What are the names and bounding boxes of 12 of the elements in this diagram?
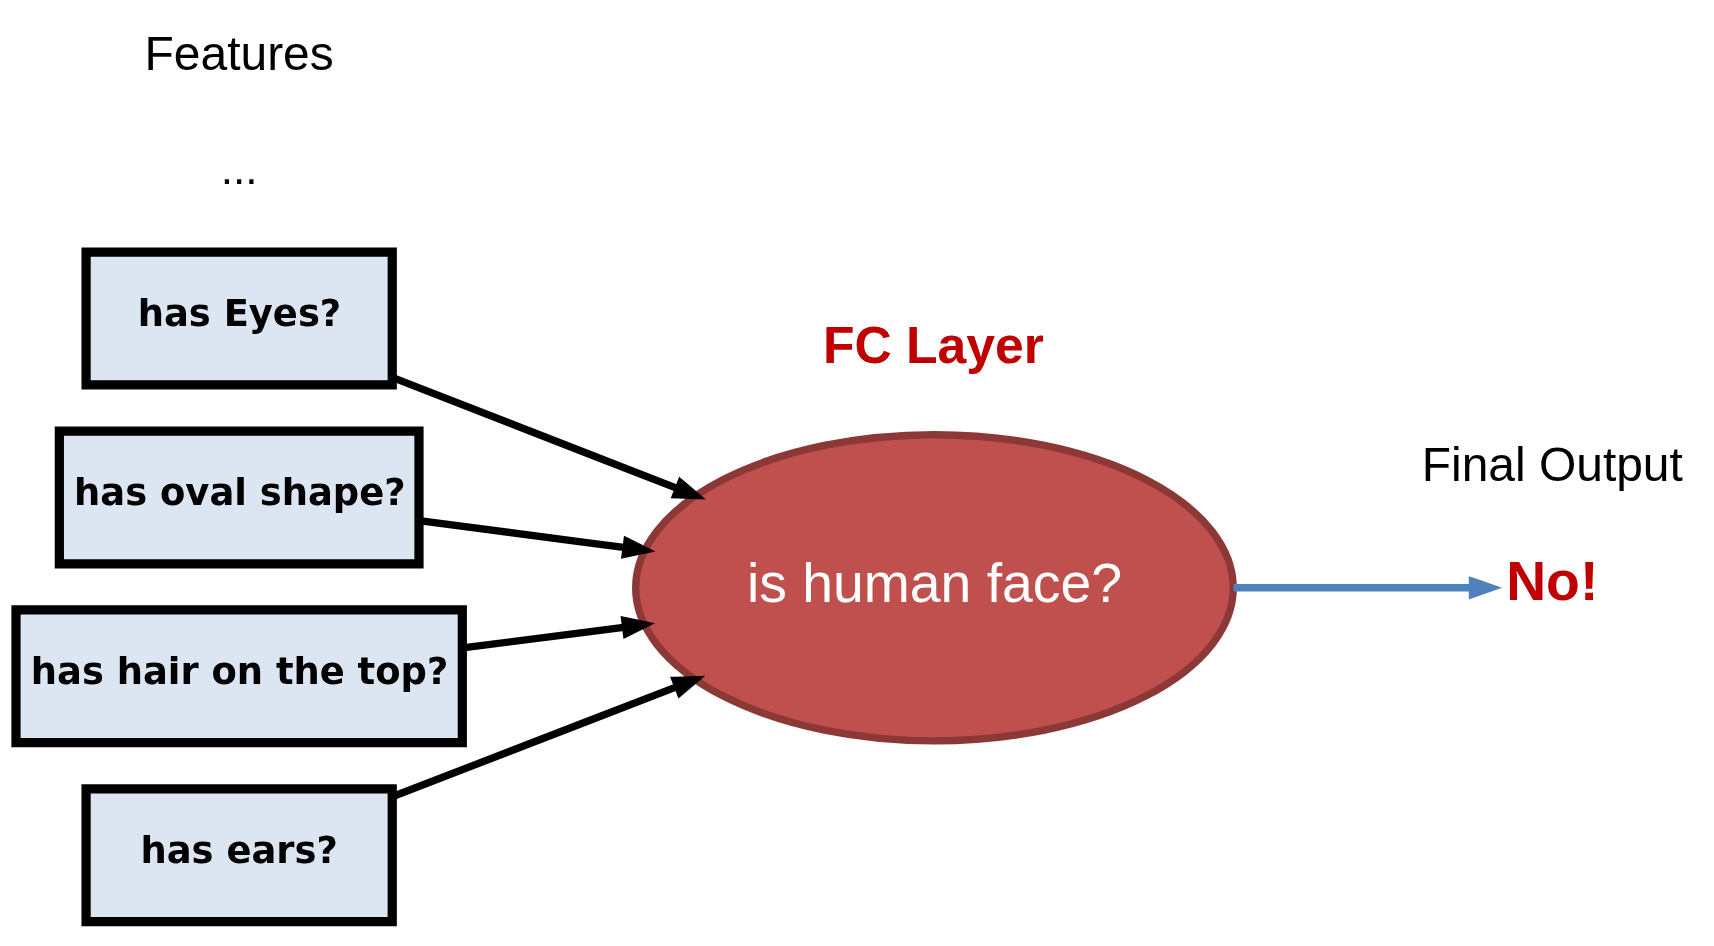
label: Final Output (1421, 438, 1683, 492)
node-box: has Eyes? (81, 247, 397, 390)
node-box: has oval shape? (54, 426, 424, 569)
arrow (418, 517, 656, 559)
node-text: No! (1506, 549, 1599, 612)
node-box: has ears? (81, 784, 397, 927)
label: Features (144, 27, 334, 81)
label: ... (220, 144, 258, 194)
label: FC Layer (822, 315, 1044, 374)
node-ellipse: is human face? (632, 431, 1237, 745)
node-box: has hair on the top? (11, 605, 467, 748)
arrow (1233, 576, 1503, 600)
